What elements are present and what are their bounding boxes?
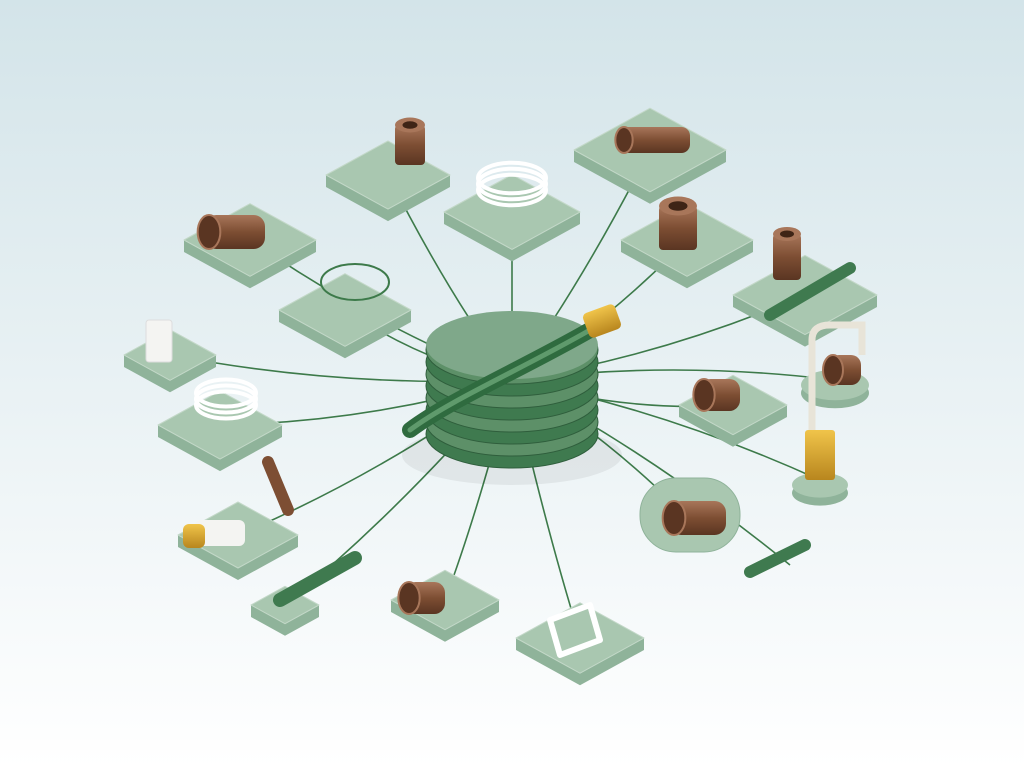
coupling-icon: [822, 354, 861, 386]
bent-pipe: [808, 321, 866, 430]
coupling-opening: [780, 230, 794, 238]
plate-side: [279, 310, 411, 359]
coupling-icon: [661, 500, 726, 536]
pipe: [262, 456, 294, 516]
coupling-opening: [397, 581, 421, 615]
plate-side: [621, 240, 753, 289]
plate-side: [184, 240, 316, 289]
parts: [145, 117, 866, 658]
coupling-icon: [659, 196, 697, 250]
coupling-opening: [614, 126, 634, 154]
plate-side: [326, 175, 450, 222]
ring: [194, 377, 258, 409]
reel-top: [426, 311, 598, 379]
pipe: [273, 551, 362, 607]
coupling-icon: [397, 581, 445, 615]
plate-side: [679, 405, 787, 447]
hose-highlight: [407, 327, 593, 433]
coupling-body: [205, 215, 265, 249]
coupling-opening: [692, 378, 716, 412]
coupling-opening: [196, 214, 222, 250]
plate-side: [516, 638, 644, 686]
coupling-icon: [692, 378, 740, 412]
brass-fitting: [805, 430, 835, 480]
ring: [194, 383, 258, 415]
plate-top: [278, 273, 412, 347]
coupling-opening: [402, 121, 418, 129]
clamp-icon: [547, 602, 603, 658]
o-ring-icon: [194, 377, 258, 421]
ring: [476, 160, 548, 196]
pipe: [744, 539, 811, 578]
coupling-opening: [822, 354, 844, 386]
pipe: [764, 262, 856, 321]
white-fitting: [195, 520, 245, 546]
wire-coil-icon: [320, 263, 390, 301]
coupling-icon: [196, 214, 265, 250]
brass-valve: [183, 524, 205, 548]
white-fitting: [145, 319, 173, 363]
coupling-opening: [661, 500, 687, 536]
brass-nozzle: [582, 304, 622, 338]
plate-side: [124, 355, 216, 393]
ring: [194, 389, 258, 421]
plate-side: [158, 425, 282, 472]
coupling-icon: [614, 126, 690, 154]
coupling-body: [773, 234, 801, 280]
ring: [476, 166, 548, 202]
coupling-icon: [773, 227, 801, 280]
coupling-icon: [395, 117, 425, 165]
plate-side: [444, 212, 580, 262]
plate: [278, 273, 412, 359]
plate-side: [574, 150, 726, 204]
plate-side: [391, 600, 499, 642]
ring: [476, 172, 548, 208]
o-ring-icon: [476, 160, 548, 208]
coupling-opening: [668, 201, 688, 211]
hose-reel-icon: [402, 304, 622, 485]
coupling-body: [395, 125, 425, 165]
plate-side: [733, 295, 877, 347]
coupling-body: [659, 206, 697, 250]
plate-side: [251, 605, 319, 636]
coupling-body: [620, 127, 690, 153]
plate-side: [178, 535, 298, 580]
